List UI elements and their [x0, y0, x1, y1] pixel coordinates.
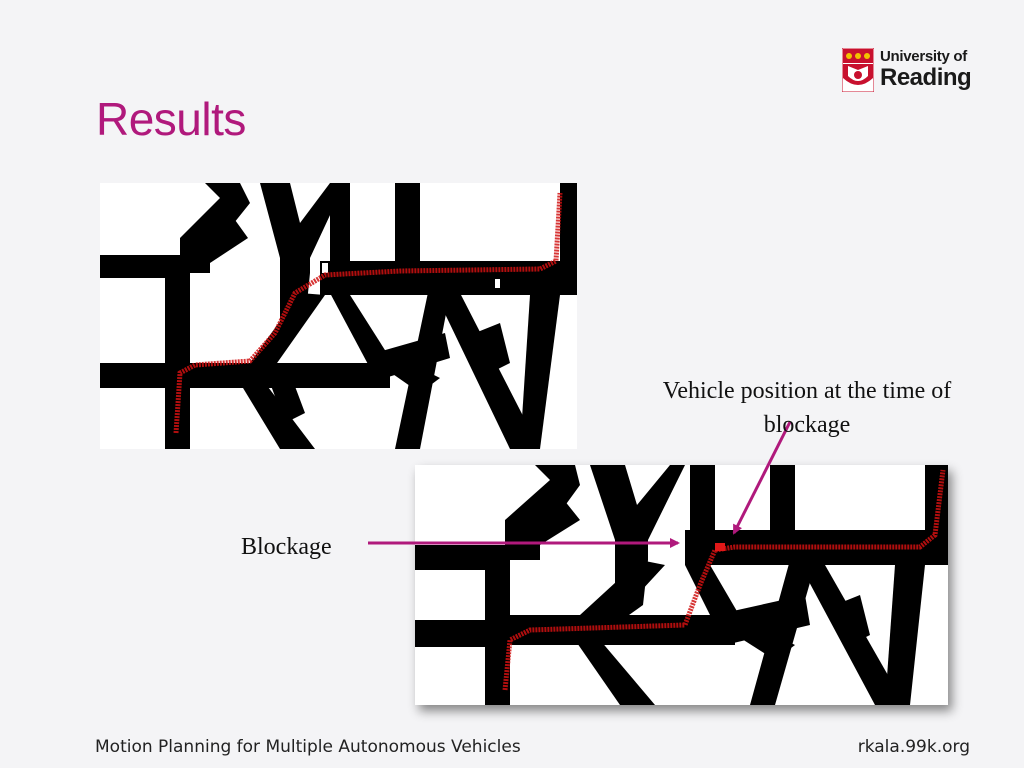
- footer-title: Motion Planning for Multiple Autonomous …: [95, 737, 521, 757]
- roads: [415, 465, 948, 705]
- planned-path: [173, 192, 563, 434]
- university-logo: University of Reading: [842, 48, 978, 94]
- path-map-before: [100, 183, 577, 449]
- replanned-path: [502, 469, 946, 691]
- vehicle-marker: [715, 543, 725, 551]
- road-network-map-replanned: [415, 465, 948, 705]
- logo-text-line1: University of: [880, 48, 967, 65]
- roads: [100, 183, 577, 449]
- vehicle-arrow: [732, 421, 792, 535]
- footer-website: rkala.99k.org: [857, 737, 970, 757]
- blockage-label: Blockage: [241, 534, 332, 560]
- vehicle-position-label: Vehicle position at the time of blockage: [662, 378, 952, 438]
- path-map-after: [415, 465, 948, 705]
- university-shield-icon: [842, 48, 874, 92]
- logo-text-line2: Reading: [880, 64, 972, 91]
- road-network-map: [100, 183, 577, 449]
- slide-title: Results: [96, 93, 246, 145]
